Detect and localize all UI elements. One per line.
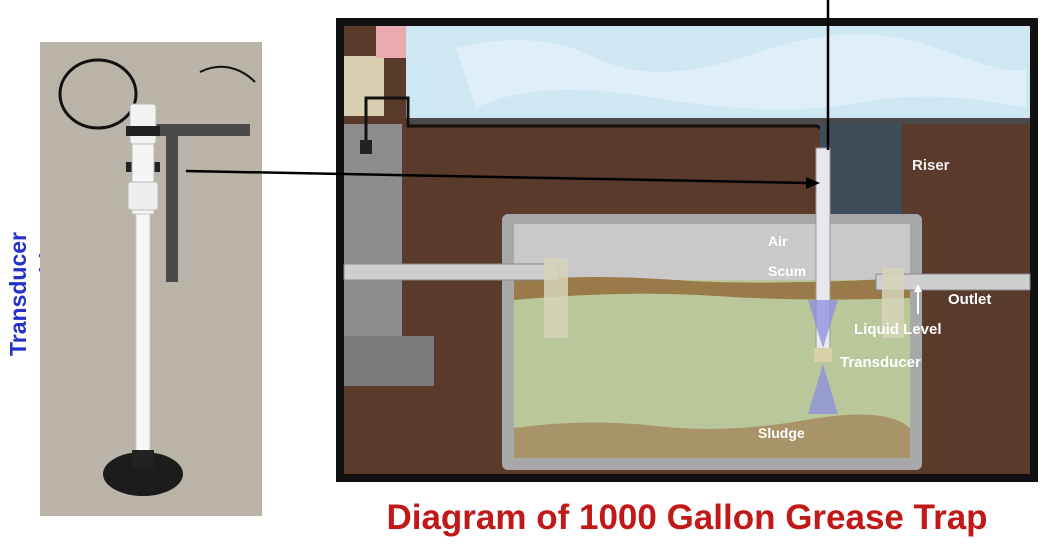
sensor-base [103, 452, 183, 496]
label-transducer: Transducer [840, 354, 921, 371]
label-scum: Scum [768, 263, 806, 279]
transducer-assembly-title: Transducer Assembly [5, 232, 61, 356]
pipe [135, 213, 151, 467]
control-box [360, 140, 372, 154]
liquid-level-arrowhead [914, 284, 922, 292]
transducer-head-diagram [814, 348, 832, 362]
foundation-wall [344, 124, 402, 374]
label-riser: Riser [912, 157, 950, 174]
label-sludge: Sludge [758, 425, 805, 441]
sonar-beam-up [808, 300, 838, 348]
slab-edge [406, 118, 1030, 124]
bracket-leg [166, 124, 178, 282]
grease-trap-diagram: Riser Air Scum Outlet Liquid Level Trans… [336, 18, 1038, 482]
scum-layer [514, 277, 910, 300]
coupling [127, 181, 159, 211]
cable-loop [58, 58, 138, 130]
transducer-photo-drawing [58, 58, 256, 496]
clamp-top [126, 126, 160, 136]
building-block [344, 56, 384, 116]
outlet-tee [882, 268, 904, 338]
footing [344, 336, 434, 386]
sonar-beam-down [808, 364, 838, 414]
grease-trap-drawing: Riser Air Scum Outlet Liquid Level Trans… [336, 18, 1038, 482]
label-air: Air [768, 233, 788, 249]
outlet-pipe [875, 273, 1031, 291]
inlet-pipe [343, 263, 559, 281]
bracket-arm [150, 124, 250, 136]
sludge-layer [514, 414, 910, 458]
diagram-caption: Diagram of 1000 Gallon Grease Trap [386, 498, 988, 537]
transducer-assembly-photo [40, 42, 262, 516]
sensor-neck [132, 450, 154, 468]
sky-texture [456, 34, 1026, 110]
transducer-head [129, 103, 157, 145]
cable-tail [199, 65, 256, 83]
building-trim [376, 26, 406, 58]
label-liquid-level: Liquid Level [854, 321, 942, 338]
label-outlet: Outlet [948, 291, 991, 308]
inlet-tee [544, 258, 568, 338]
